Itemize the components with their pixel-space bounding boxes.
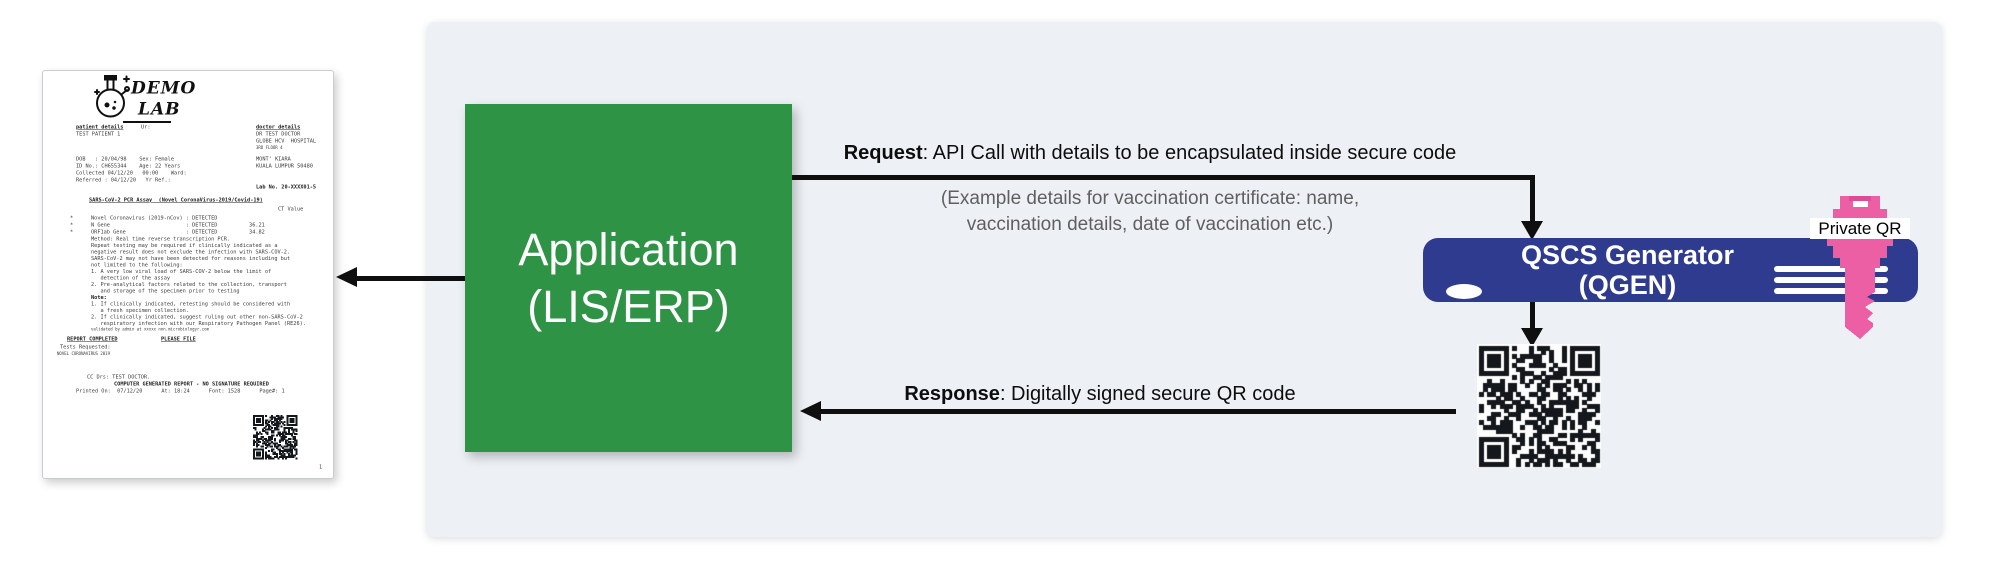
report-line: detection of the assay xyxy=(91,275,171,281)
report-line: TEST PATIENT 1 xyxy=(76,131,121,137)
application-box: Application (LIS/ERP) xyxy=(465,104,792,452)
report-line: validated by admin at xxxxx nnn.microbio… xyxy=(91,327,210,332)
lab-logo-text-lab: LAB xyxy=(138,99,181,119)
report-line: 1 xyxy=(319,464,323,470)
report-line: Novel Coronavirus (2019-nCov) : DETECTED xyxy=(91,215,218,221)
report-line: COMPUTER GENERATED REPORT - NO SIGNATURE… xyxy=(114,381,269,387)
qgen-vent-line-3 xyxy=(1774,288,1888,294)
lab-report-content: DEMO LAB patient details Ur: doctor detail… xyxy=(43,71,333,478)
request-label: Request: API Call with details to be enc… xyxy=(800,142,1500,165)
report-line: * xyxy=(70,229,74,235)
report-line: not limited to the following: xyxy=(91,262,183,268)
report-line: 3RD FLOOR 4 xyxy=(256,145,283,151)
report-line: ID No.: CH655344 Age: 22 Years xyxy=(76,163,181,169)
report-line: patient details xyxy=(76,124,124,130)
request-arrowhead xyxy=(1521,221,1543,240)
report-line: * xyxy=(70,215,74,221)
response-arrowhead xyxy=(800,401,821,421)
report-line: DOB : 20/04/98 Sex: Female xyxy=(76,156,174,162)
lab-report-document: DEMO LAB patient details Ur: doctor detail… xyxy=(42,70,334,479)
private-qr-label: Private QR xyxy=(1810,218,1910,239)
report-line: Ur: xyxy=(141,124,151,130)
report-line: Referred : 04/12/20 Yr Ref.: xyxy=(76,177,171,183)
lab-logo-text-demo: DEMO xyxy=(131,78,197,98)
report-line: 1. If clinically indicated, retesting sh… xyxy=(91,301,291,307)
logo-underline xyxy=(123,121,171,123)
request-example-line2: vaccination details, date of vaccination… xyxy=(966,214,1334,235)
report-line: respiratory infection with our Respirato… xyxy=(91,320,306,327)
report-line: a fresh specimen collection. xyxy=(91,307,189,314)
qgen-vent-line-1 xyxy=(1774,266,1888,272)
report-line: Method: Real time reverse transcription … xyxy=(91,236,231,242)
report-line: Repeat testing may be required if clinic… xyxy=(91,242,278,249)
qgen-label-line2: (QGEN) xyxy=(1578,270,1677,300)
report-line: DR TEST DOCTOR xyxy=(256,131,301,137)
report-line: negative result does not exclude the inf… xyxy=(91,249,291,255)
report-line: 2. If clinically indicated, suggest ruli… xyxy=(91,314,303,320)
report-line: KUALA LUMPUR 50480 xyxy=(256,163,313,169)
response-label-bold: Response xyxy=(904,383,1000,405)
report-line: CC Drs: TEST DOCTOR. xyxy=(87,374,151,380)
request-example-line1: (Example details for vaccination certifi… xyxy=(940,188,1360,209)
application-label-line2: (LIS/ERP) xyxy=(527,281,730,332)
application-label-line1: Application xyxy=(518,224,739,275)
qgen-to-qr-arrowhead xyxy=(1521,328,1543,347)
report-output-arrowhead xyxy=(336,267,357,287)
response-arrow-line xyxy=(820,409,1456,414)
report-line: N Gene : DETECTED 36.21 xyxy=(91,222,265,228)
qgen-vent-line-2 xyxy=(1774,277,1888,283)
report-line: 2. Pre-analytical factors related to the… xyxy=(91,281,287,288)
report-line: and storage of the specimen prior to tes… xyxy=(91,288,240,294)
report-line: REPORT COMPLETED xyxy=(67,336,118,342)
request-arrow-line-vertical xyxy=(1530,175,1535,223)
request-label-rest: : API Call with details to be encapsulat… xyxy=(922,142,1457,164)
report-output-arrow-line xyxy=(356,276,465,281)
lab-flask-icon xyxy=(94,75,130,118)
report-line: MONT' KIARA xyxy=(256,156,291,162)
report-line: GLOBE HCV HOSPITAL xyxy=(256,138,317,144)
response-label: Response: Digitally signed secure QR cod… xyxy=(850,383,1350,406)
report-line: 1. A very low viral load of SARS-COV-2 b… xyxy=(91,268,272,275)
report-line: Note: xyxy=(91,294,107,301)
report-line: Printed On: 07/12/20 At: 18:24 Font: 152… xyxy=(76,388,285,394)
report-line: Collected 04/12/20 00:00 Ward: xyxy=(76,170,187,176)
qgen-power-light xyxy=(1446,284,1482,299)
secure-qr-code xyxy=(1477,344,1601,468)
request-label-bold: Request xyxy=(843,142,923,164)
report-line: CT Value xyxy=(278,206,304,212)
response-label-rest: : Digitally signed secure QR code xyxy=(999,383,1296,405)
qgen-label-line1: QSCS Generator xyxy=(1520,240,1735,270)
report-line: SARS-CoV-2 may not have been detected fo… xyxy=(91,255,291,262)
report-qr-code xyxy=(252,414,298,460)
report-line: * xyxy=(70,222,74,228)
report-line: ORF1ab Gene : DETECTED 34.82 xyxy=(91,229,265,235)
request-example-note: (Example details for vaccination certifi… xyxy=(855,186,1445,238)
report-line: Lab No. 20-XXXX01-5 xyxy=(256,184,317,190)
report-line: Tests Requested: xyxy=(60,344,111,350)
request-arrow-line-horizontal xyxy=(792,175,1535,180)
report-line: NOVEL CORONAVIRUS 2019 xyxy=(57,351,110,357)
qgen-to-qr-arrow-line xyxy=(1530,302,1535,331)
report-line: SARS-CoV-2 PCR Assay (Novel CoronaVirus-… xyxy=(89,197,263,203)
report-line: PLEASE FILE xyxy=(161,336,196,342)
report-line: doctor details xyxy=(256,124,301,130)
